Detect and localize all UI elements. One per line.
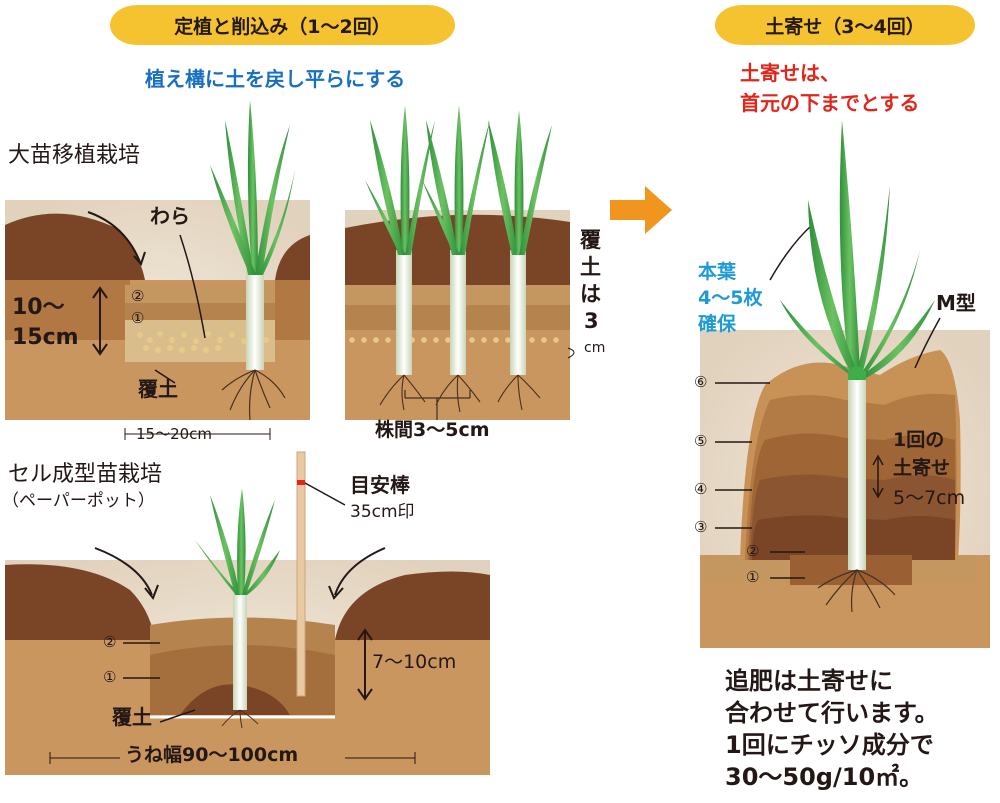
guide-stick-label: 目安棒 xyxy=(350,473,410,497)
header-hilling-pill: 土寄せ（3〜4回） xyxy=(715,5,975,45)
hill-layer-1: ① xyxy=(746,568,760,586)
hill-layer-4: ④ xyxy=(694,480,708,498)
straw-label: わら xyxy=(150,204,190,228)
cover-depth-char-4: 3 xyxy=(584,309,599,333)
large-width: 15〜20cm xyxy=(136,425,213,443)
fertilizer-note-2: 合わせて行います。 xyxy=(725,699,939,727)
large-layer-2: ② xyxy=(131,287,145,305)
per-hilling-3: 5〜7cm xyxy=(893,487,966,509)
header-planting: 定植と削込み（1〜2回） xyxy=(174,15,391,38)
guide-stick-mark: 35cm印 xyxy=(350,502,415,522)
large-depth-1: 10〜 xyxy=(12,295,65,320)
hill-layer-3: ③ xyxy=(694,518,708,536)
cell-seedling-soil xyxy=(5,547,490,775)
large-seedling-plant xyxy=(210,100,295,421)
per-hilling-1: 1回の xyxy=(893,429,945,451)
large-seedling-title: 大苗移植栽培 xyxy=(8,143,141,168)
instruction-return-soil: 植え構に土を戻し平らにする xyxy=(145,67,406,91)
instruction-hilling-2: 首元の下までとする xyxy=(740,91,920,115)
cell-layer-1: ① xyxy=(103,668,117,686)
large-cover-soil: 覆土 xyxy=(138,377,178,401)
cover-depth-char-3: は xyxy=(580,282,601,306)
true-leaves-3: 確保 xyxy=(698,313,737,335)
large-depth-2: 15cm xyxy=(12,325,79,350)
fertilizer-note-1: 追肥は土寄せに xyxy=(725,667,893,695)
hilling-plant xyxy=(780,120,935,613)
per-hilling-2: 土寄せ xyxy=(893,457,951,479)
cell-seedling-subtitle: （ペーパーポット） xyxy=(2,491,155,511)
cell-depth: 7〜10cm xyxy=(372,651,457,673)
cover-depth-char-1: 覆 xyxy=(580,228,601,252)
fertilizer-note-3: 1回にチッソ成分で xyxy=(725,731,934,759)
true-leaves-2: 4〜5枚 xyxy=(698,287,763,309)
cell-seedling-title: セル成型苗栽培 xyxy=(8,462,163,487)
instruction-hilling-1: 土寄せは、 xyxy=(740,61,840,85)
hill-layer-6: ⑥ xyxy=(694,373,708,391)
plant-spacing: 株間3〜5cm xyxy=(375,419,490,441)
cover-depth-unit: cm xyxy=(584,340,606,356)
large-seedling-plant-row xyxy=(365,105,552,413)
ridge-width: うね幅90〜100cm xyxy=(125,744,299,766)
m-shape-label: M型 xyxy=(936,291,976,315)
true-leaves-1: 本葉 xyxy=(698,261,737,283)
hill-layer-5: ⑤ xyxy=(694,432,708,450)
header-hilling: 土寄せ（3〜4回） xyxy=(765,15,925,38)
next-step-arrow xyxy=(610,186,672,234)
hill-layer-2: ② xyxy=(746,542,760,560)
header-planting-pill: 定植と削込み（1〜2回） xyxy=(110,5,455,45)
cell-layer-2: ② xyxy=(103,633,117,651)
guide-stick xyxy=(296,451,346,697)
large-layer-1: ① xyxy=(131,309,145,327)
fertilizer-note-4: 30〜50g/10㎡。 xyxy=(725,763,924,791)
cell-cover-soil: 覆土 xyxy=(112,705,152,729)
cover-depth-char-2: 土 xyxy=(580,255,601,279)
cell-seedling-plant xyxy=(195,488,280,729)
